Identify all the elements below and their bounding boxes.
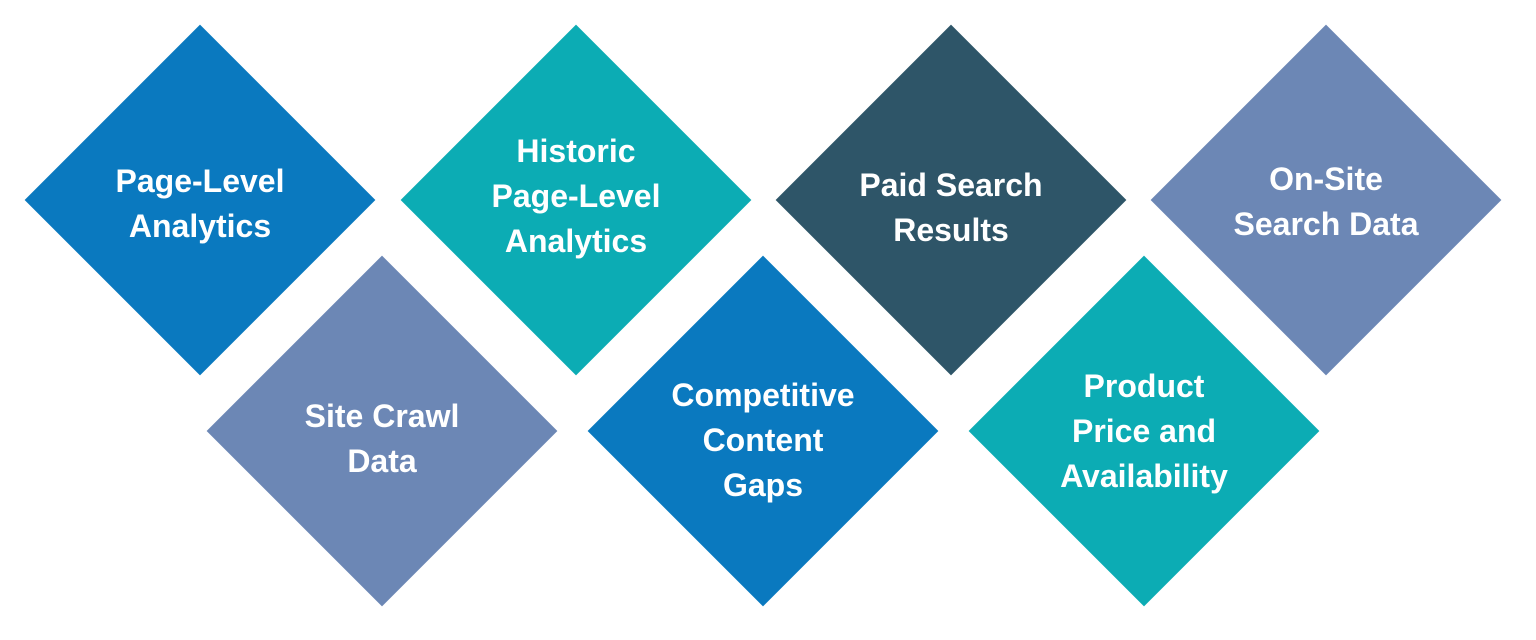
diamond-site-crawl-data: Site Crawl Data xyxy=(206,255,558,607)
diamond-label: Product Price and Availability xyxy=(1060,367,1228,494)
diamond-label: Page-Level Analytics xyxy=(115,163,285,244)
diamond-label: On-Site Search Data xyxy=(1233,161,1419,242)
diamond-label: Paid Search Results xyxy=(859,167,1043,248)
diamond-label: Competitive Content Gaps xyxy=(671,376,855,503)
diamond-paid-search-results: Paid Search Results xyxy=(775,24,1127,376)
diamond-on-site-search-data: On-Site Search Data xyxy=(1150,24,1502,376)
diamond-label: Historic Page-Level Analytics xyxy=(491,132,661,259)
diamond-competitive-content-gaps: Competitive Content Gaps xyxy=(587,255,939,607)
diamond-page-level-analytics: Page-Level Analytics xyxy=(24,24,376,376)
diamond-historic-page-level-analytics: Historic Page-Level Analytics xyxy=(400,24,752,376)
diamond-product-price-and-availability: Product Price and Availability xyxy=(968,255,1320,607)
diamond-label: Site Crawl Data xyxy=(304,398,460,479)
